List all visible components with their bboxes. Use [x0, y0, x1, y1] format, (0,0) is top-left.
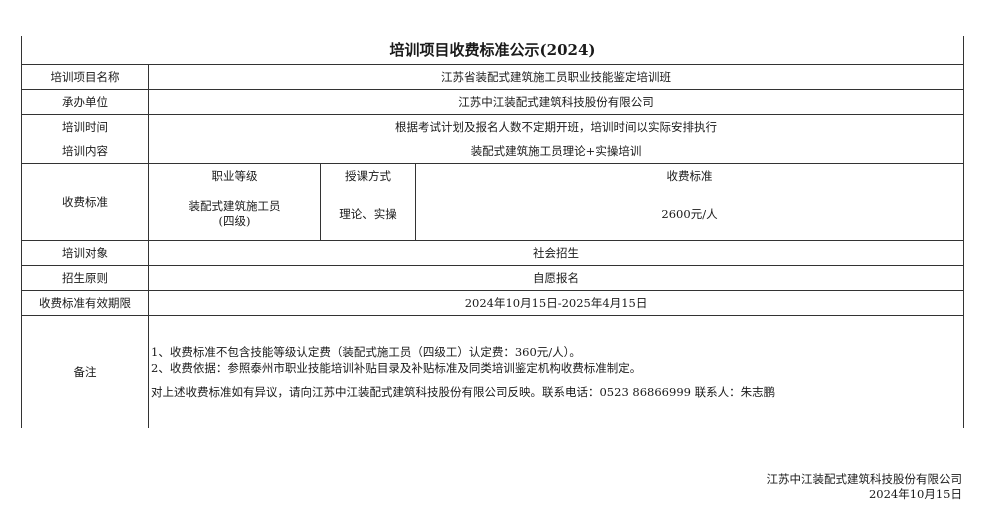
training-content-value: 装配式建筑施工员理论+实操培训 [147, 139, 965, 164]
enroll-principle-label: 招生原则 [21, 265, 149, 291]
fee-header-method: 授课方式 [320, 163, 416, 188]
organizer-label: 承办单位 [21, 89, 149, 115]
organizer-value: 江苏中江装配式建筑科技股份有限公司 [147, 89, 965, 115]
fee-header-level: 职业等级 [148, 163, 321, 188]
note-line-1: 1、收费标准不包含技能等级认定费（装配式施工员（四级工）认定费：360元/人）。 [151, 345, 581, 359]
target-label: 培训对象 [21, 240, 149, 266]
project-name-label: 培训项目名称 [21, 64, 149, 90]
fee-header-amount: 收费标准 [414, 163, 965, 188]
fee-level-line2: (四级) [218, 214, 251, 228]
footer-company: 江苏中江装配式建筑科技股份有限公司 [766, 472, 963, 486]
fee-standard-label: 收费标准 [21, 163, 149, 241]
training-time-label: 培训时间 [21, 114, 149, 139]
enroll-principle-value: 自愿报名 [147, 265, 965, 291]
fee-level-cell: 装配式建筑施工员 (四级) [148, 188, 321, 241]
project-name-value: 江苏省装配式建筑施工员职业技能鉴定培训班 [147, 64, 965, 90]
fee-method-value: 理论、实操 [320, 188, 416, 241]
footer-date: 2024年10月15日 [868, 487, 962, 501]
training-time-value: 根据考试计划及报名人数不定期开班，培训时间以实际安排执行 [147, 114, 965, 139]
document-title: 培训项目收费标准公示(2024) [20, 36, 965, 65]
training-content-label: 培训内容 [21, 139, 149, 164]
fee-level-line1: 装配式建筑施工员 [188, 199, 281, 213]
validity-value: 2024年10月15日-2025年4月15日 [147, 290, 965, 316]
footer-signature: 江苏中江装配式建筑科技股份有限公司 2024年10月15日 [767, 472, 963, 502]
note-line-3: 对上述收费标准如有异议，请向江苏中江装配式建筑科技股份有限公司反映。联系电话：0… [151, 385, 776, 399]
target-value: 社会招生 [147, 240, 965, 266]
fee-amount-value: 2600元/人 [414, 188, 965, 241]
notes-label: 备注 [21, 315, 149, 428]
fee-table: 培训项目收费标准公示(2024) 培训项目名称 江苏省装配式建筑施工员职业技能鉴… [20, 36, 965, 428]
fee-notice-sheet: 培训项目收费标准公示(2024) 培训项目名称 江苏省装配式建筑施工员职业技能鉴… [20, 36, 965, 428]
validity-label: 收费标准有效期限 [21, 290, 149, 316]
notes-cell: 1、收费标准不包含技能等级认定费（装配式施工员（四级工）认定费：360元/人）。… [147, 315, 965, 428]
note-line-2: 2、收费依据：参照泰州市职业技能培训补贴目录及补贴标准及同类培训鉴定机构收费标准… [151, 361, 642, 375]
